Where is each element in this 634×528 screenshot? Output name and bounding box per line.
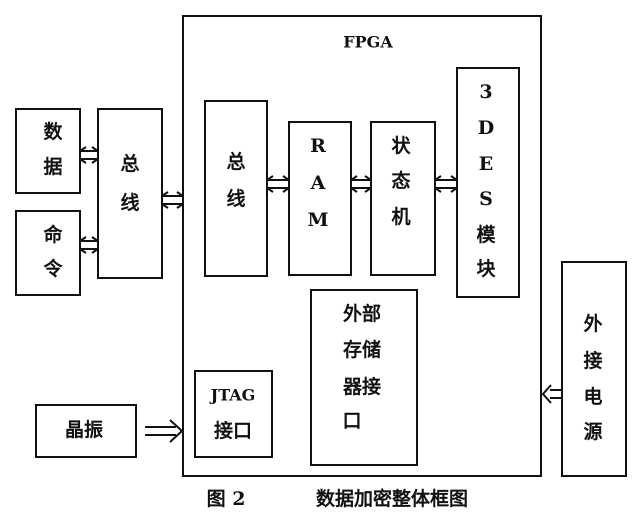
command-block-label-2: 令	[43, 257, 63, 280]
command-block-label-1: 命	[43, 223, 63, 246]
state-machine-block	[370, 121, 436, 276]
3des-label-mo: 模	[476, 223, 496, 246]
data-block-label-2: 据	[43, 155, 62, 178]
figure-title: 数据加密整体框图	[316, 487, 468, 510]
data-block-label-1: 数	[43, 120, 63, 143]
command-block	[15, 210, 81, 296]
jtag-interface-block	[194, 370, 273, 458]
external-power-label-1: 外	[583, 312, 602, 335]
3des-label-s: S	[479, 188, 493, 210]
outer-bus-label-1: 总	[120, 152, 139, 175]
outer-bus-block	[97, 108, 163, 279]
inner-bus-block	[204, 100, 268, 277]
data-block	[15, 108, 81, 194]
fpga-label: FPGA	[343, 33, 393, 52]
outer-bus-label-2: 线	[120, 191, 139, 214]
3des-label-kuai: 块	[476, 258, 496, 280]
crystal-to-fpga-arrow	[145, 419, 184, 443]
external-storage-label-4: 口	[342, 410, 361, 432]
jtag-label-2: 接口	[214, 420, 252, 442]
external-storage-label-1: 外部	[343, 302, 381, 325]
ram-label-a: A	[310, 172, 326, 194]
state-machine-label-2: 态	[391, 169, 410, 192]
3des-label-3: 3	[479, 81, 492, 103]
bus-to-fpga-connector	[161, 191, 184, 209]
external-power-label-4: 源	[583, 420, 602, 443]
ram-block	[288, 121, 352, 276]
external-power-block	[561, 261, 627, 477]
ram-label-r: R	[310, 135, 326, 157]
ram-label-m: M	[307, 209, 328, 231]
external-storage-label-2: 存储	[343, 338, 381, 361]
crystal-oscillator-block	[35, 404, 137, 458]
external-storage-interface-block	[310, 289, 418, 466]
external-power-label-3: 电	[583, 385, 602, 408]
inner-bus-label-2: 线	[226, 187, 245, 210]
data-to-bus-connector	[79, 146, 99, 164]
3des-label-e: E	[479, 153, 493, 175]
figure-number: 图 2	[207, 488, 246, 510]
external-storage-label-3: 器接	[342, 376, 381, 398]
state-machine-label-1: 状	[391, 134, 411, 157]
inner-bus-label-1: 总	[226, 150, 245, 173]
state-machine-label-3: 机	[391, 206, 410, 228]
power-to-fpga-arrow	[541, 384, 562, 404]
command-to-bus-connector	[79, 236, 99, 254]
jtag-label-1: JTAG	[209, 386, 256, 405]
3des-label-d: D	[478, 117, 494, 139]
3des-module-block	[456, 67, 520, 298]
crystal-label: 晶振	[65, 418, 103, 441]
external-power-label-2: 接	[583, 350, 602, 372]
